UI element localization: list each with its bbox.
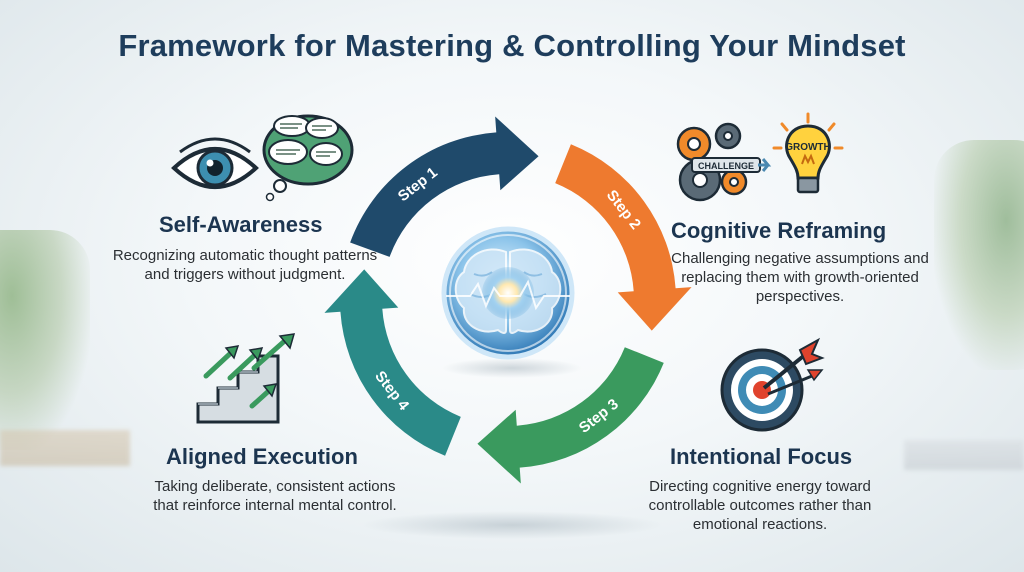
section-heading-cognitive-reframing: Cognitive Reframing	[671, 218, 887, 243]
section-heading-intentional-focus: Intentional Focus	[670, 444, 853, 469]
desc-line: controllable outcomes rather than	[648, 497, 872, 514]
section-heading-self-awareness: Self-Awareness	[159, 212, 323, 237]
desc-line: emotional reactions.	[692, 516, 828, 533]
step-arrow-4	[324, 269, 461, 456]
desc-line: Recognizing automatic thought patterns	[112, 247, 378, 264]
section-desc-self-awareness: Recognizing automatic thought patterns a…	[60, 246, 430, 284]
growth-label: GROWTH	[785, 142, 831, 153]
stairs-arrows-icon	[196, 333, 296, 424]
section-desc-intentional-focus: Directing cognitive energy toward contro…	[610, 477, 910, 534]
step-arrow-1	[350, 116, 539, 257]
target-icon	[720, 337, 825, 432]
desc-line: and triggers without judgment.	[144, 266, 346, 283]
desc-line: Challenging negative assumptions and	[671, 250, 929, 267]
gears-icon: CHALLENGE	[676, 122, 772, 202]
section-desc-aligned-execution: Taking deliberate, consistent actions th…	[110, 477, 440, 515]
page-title: Framework for Mastering & Controlling Yo…	[118, 28, 906, 63]
challenge-label: CHALLENGE	[698, 161, 754, 171]
desc-line: perspectives.	[755, 288, 845, 305]
background-plant-left	[0, 230, 90, 450]
cycle-shadow	[362, 511, 662, 539]
desc-line: replacing them with growth-oriented	[681, 269, 919, 286]
background-plant-right	[934, 140, 1024, 370]
step-arrow-2	[555, 144, 692, 331]
brain-icon	[441, 226, 575, 360]
thought-bubbles-icon	[262, 114, 354, 202]
desc-line: Taking deliberate, consistent actions	[154, 478, 396, 495]
orb-shadow	[442, 358, 582, 378]
eye-icon	[171, 137, 259, 189]
section-desc-cognitive-reframing: Challenging negative assumptions and rep…	[640, 249, 960, 306]
step-arrow-3	[477, 347, 664, 484]
lightbulb-icon: GROWTH	[772, 112, 844, 194]
background-desk-left	[0, 430, 130, 466]
desc-line: Directing cognitive energy toward	[649, 478, 871, 495]
section-heading-aligned-execution: Aligned Execution	[166, 444, 358, 469]
desc-line: that reinforce internal mental control.	[153, 497, 397, 514]
background-desk-right	[904, 440, 1024, 470]
